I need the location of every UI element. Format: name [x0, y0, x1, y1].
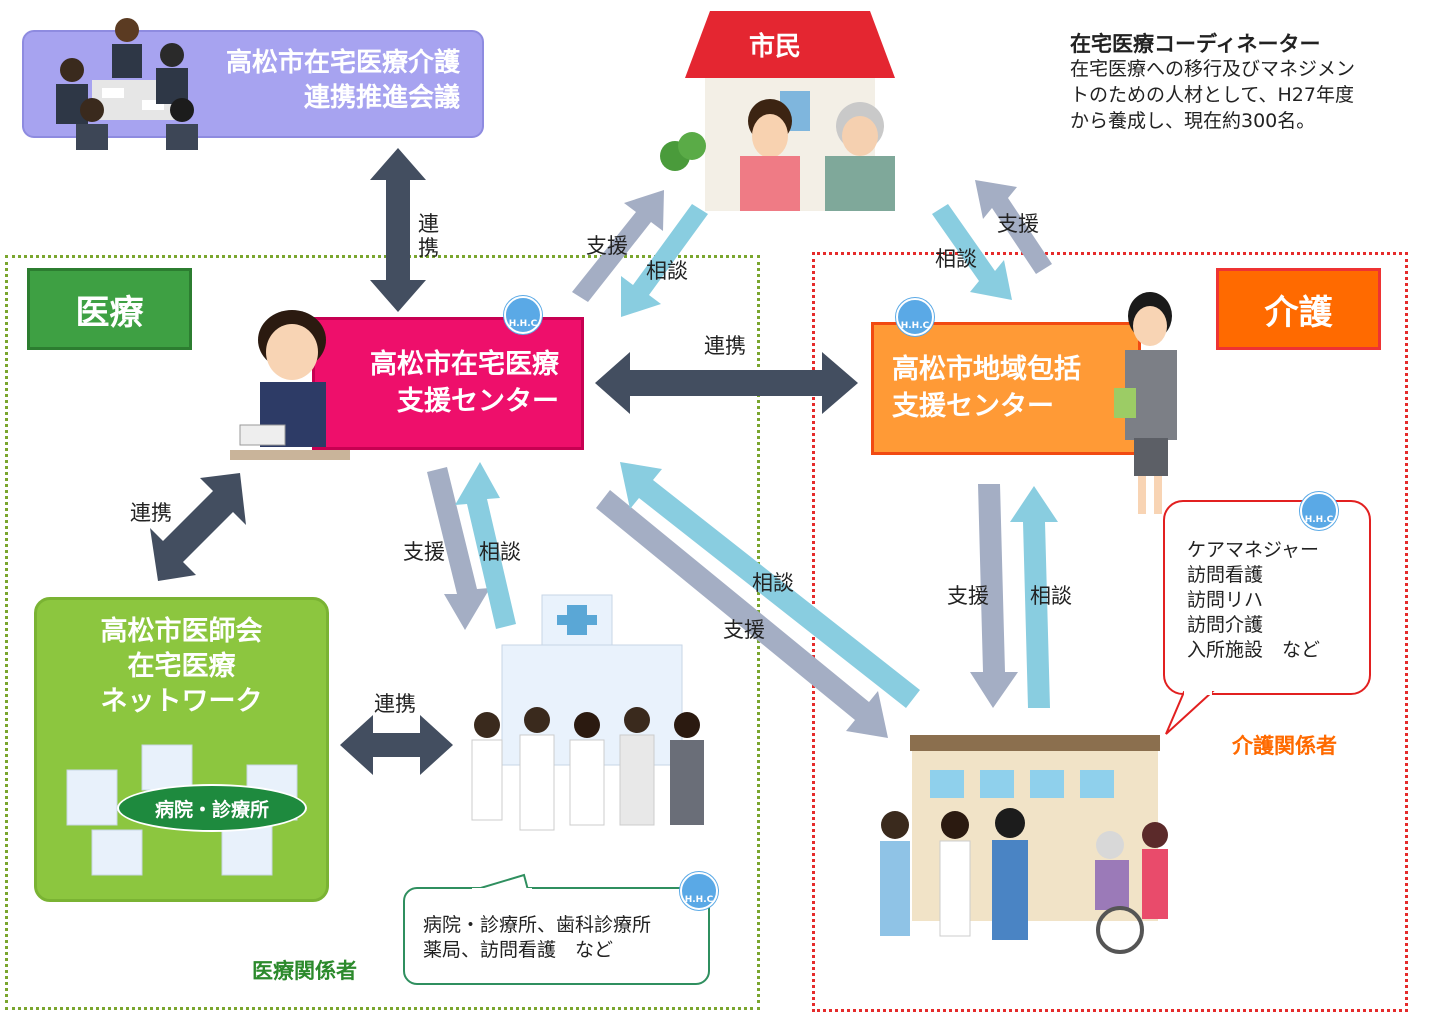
coordinator-desc-line2: トのための人材として、H27年度	[1070, 84, 1354, 106]
list-item: 訪問リハ	[1187, 589, 1264, 611]
list-item: 訪問介護	[1187, 614, 1264, 636]
medical-stakeholders-label: 医療関係者	[252, 959, 357, 983]
renkei-vertical-char2: 携	[418, 236, 439, 260]
arrow-soudan-regional-care	[1010, 486, 1058, 708]
receptionist-illustration	[230, 310, 350, 460]
promotion-council-line2: 連携推進会議	[303, 83, 460, 113]
arrow-shien-center-care	[596, 490, 888, 738]
hospital-clinic-ellipse: 病院・診療所	[117, 784, 307, 832]
arrow-shien-regional-care	[970, 484, 1018, 708]
arrow-shien-citizen-right	[975, 180, 1052, 274]
network-title: 高松市医師会 在宅医療 ネットワーク	[37, 614, 326, 719]
shien-citizen-left-label: 支援	[586, 234, 628, 258]
meeting-illustration	[56, 18, 198, 150]
hhc-badge-center-text: H.H.C	[508, 319, 538, 329]
shien-citizen-right-label: 支援	[997, 212, 1039, 236]
coordinator-title: 在宅医療コーディネーター	[1070, 32, 1321, 56]
renkei-diagonal-label: 連携	[130, 501, 172, 525]
hhc-badge-care-text: H.H.C	[1304, 515, 1334, 525]
soudan-citizen-left-label: 相談	[646, 259, 688, 283]
arrow-shien-center-hospital	[427, 467, 490, 630]
arrow-soudan-center-care	[620, 462, 920, 708]
home-care-support-center: 高松市在宅医療 支援センター	[312, 317, 584, 450]
hospital-staff-illustration	[471, 594, 704, 831]
shien-regional-care-label: 支援	[947, 584, 989, 608]
arrow-soudan-citizen-right	[932, 204, 1012, 300]
medical-list-line2: 薬局、訪問看護 など	[423, 939, 614, 961]
arrow-soudan-citizen-left	[621, 204, 708, 317]
list-item: 訪問看護	[1187, 564, 1264, 586]
care-manager-illustration	[1114, 292, 1177, 514]
promotion-council-title: 高松市在宅医療介護 連携推進会議	[226, 46, 460, 116]
hhc-badge-care: H.H.C	[1300, 492, 1338, 530]
promotion-council-line1: 高松市在宅医療介護	[225, 48, 460, 78]
regional-support-center: 高松市地域包括 支援センター	[871, 322, 1141, 455]
network-hospitals-illustration	[66, 744, 298, 876]
coordinator-desc-line3: から養成し、現在約300名。	[1070, 110, 1316, 132]
promotion-council-box: 高松市在宅医療介護 連携推進会議	[22, 18, 484, 150]
citizen-label: 市民	[748, 31, 801, 62]
arrow-shien-citizen-left	[572, 190, 664, 302]
home-care-center-line1: 高松市在宅医療	[370, 349, 559, 380]
medical-professionals-bubble: 病院・診療所、歯科診療所 薬局、訪問看護 など	[403, 887, 710, 985]
care-tag: 介護	[1216, 268, 1381, 350]
medical-tag: 医療	[27, 268, 192, 350]
regional-center-line2: 支援センター	[892, 391, 1054, 422]
hhc-badge-medical-text: H.H.C	[684, 895, 714, 905]
double-arrow-vertical	[370, 148, 426, 312]
hhc-badge-regional: H.H.C	[896, 298, 934, 336]
double-arrow-network-hospital	[340, 715, 453, 775]
renkei-network-label: 連携	[374, 692, 416, 716]
care-facility-illustration	[880, 735, 1168, 954]
care-professionals-bubble: ケアマネジャー 訪問看護 訪問リハ 訪問介護 入所施設 など	[1163, 500, 1371, 695]
renkei-horizontal-label: 連携	[704, 334, 746, 358]
hhc-badge-medical: H.H.C	[680, 872, 718, 910]
list-item: ケアマネジャー	[1187, 539, 1320, 561]
home-care-center-line2: 支援センター	[397, 386, 559, 417]
soudan-center-care-label: 相談	[752, 571, 794, 595]
citizen-house-illustration	[660, 11, 895, 211]
list-item: 入所施設 など	[1187, 639, 1321, 661]
regional-center-line1: 高松市地域包括	[892, 354, 1081, 385]
medical-bubble-tail	[472, 873, 532, 892]
network-line2: 在宅医療	[127, 651, 236, 682]
hhc-badge-center: H.H.C	[504, 296, 542, 334]
double-arrow-horizontal	[595, 352, 858, 414]
shien-center-hospital-label: 支援	[403, 540, 445, 564]
double-arrow-diagonal	[150, 473, 246, 581]
coordinator-desc-line1: 在宅医療への移行及びマネジメン	[1070, 58, 1356, 80]
soudan-citizen-right-label: 相談	[935, 247, 977, 271]
coordinator-description: 在宅医療への移行及びマネジメン トのための人材として、H27年度 から養成し、現…	[1070, 56, 1355, 134]
soudan-regional-care-label: 相談	[1030, 584, 1072, 608]
renkei-vertical-char1: 連	[418, 212, 439, 236]
physicians-association-network: 高松市医師会 在宅医療 ネットワーク 病院・診療所	[34, 597, 329, 902]
shien-center-care-label: 支援	[723, 618, 765, 642]
care-professionals-list: ケアマネジャー 訪問看護 訪問リハ 訪問介護 入所施設 など	[1187, 538, 1320, 663]
care-stakeholders-label: 介護関係者	[1232, 734, 1337, 758]
hhc-badge-regional-text: H.H.C	[900, 321, 930, 331]
soudan-center-hospital-label: 相談	[479, 540, 521, 564]
medical-list-line1: 病院・診療所、歯科診療所	[423, 914, 652, 936]
medical-professionals-list: 病院・診療所、歯科診療所 薬局、訪問看護 など	[423, 913, 651, 963]
arrow-soudan-center-hospital	[455, 462, 516, 629]
network-line3: ネットワーク	[100, 686, 263, 717]
care-bubble-tail	[1165, 691, 1215, 735]
network-line1: 高松市医師会	[100, 616, 263, 647]
